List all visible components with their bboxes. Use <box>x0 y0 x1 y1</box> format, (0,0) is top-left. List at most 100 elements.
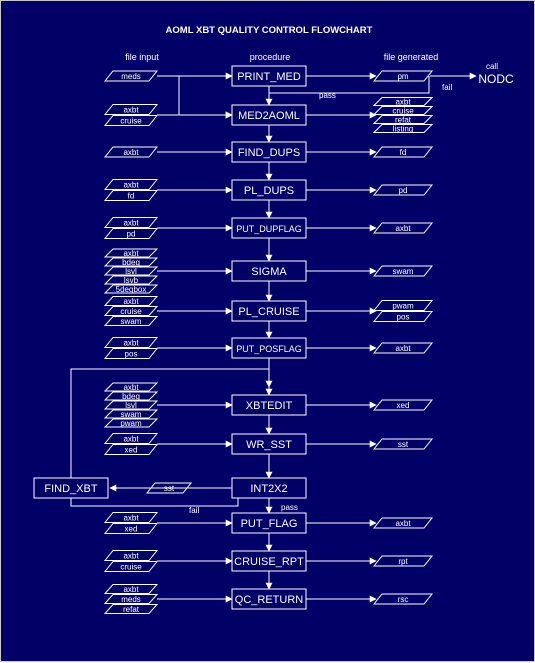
file-label: axbt <box>123 106 139 115</box>
file-shape <box>103 512 159 523</box>
input-file-swam: swam <box>103 409 159 419</box>
file-shape <box>372 184 434 196</box>
file-shape <box>103 604 159 614</box>
output-file-listing: listing <box>372 124 434 134</box>
input-file-cruise: cruise <box>103 561 159 572</box>
procedure-box <box>231 588 307 610</box>
file-label: xed <box>125 446 138 455</box>
file-label: axbt <box>123 249 139 258</box>
fail-label-print-med: fail <box>442 83 452 92</box>
file-shape <box>103 115 159 126</box>
file-shape <box>103 179 159 190</box>
input-file-axbt: axbt <box>103 104 159 115</box>
pass-label-int2x2: pass <box>281 503 298 512</box>
file-shape <box>372 265 434 277</box>
file-shape <box>372 311 434 322</box>
file-shape <box>103 594 159 604</box>
file-shape <box>372 70 434 82</box>
file-label: cruise <box>120 307 142 316</box>
file-shape <box>372 593 434 605</box>
file-shape <box>103 561 159 572</box>
file-label: rsc <box>398 595 409 604</box>
pass-back-connector <box>269 76 430 94</box>
input-file-axbt: axbt <box>103 433 159 444</box>
procedure-cruise-rpt: CRUISE_RPT <box>231 550 307 572</box>
output-file-sst: sst <box>372 438 434 450</box>
input-file-xed: xed <box>103 444 159 455</box>
input-file-axbt: axbt <box>103 146 159 158</box>
fail-connector <box>70 498 239 507</box>
output-file-pos: pos <box>372 311 434 322</box>
file-label: axbt <box>395 344 411 353</box>
procedure-box <box>231 217 307 239</box>
file-shape <box>103 70 159 82</box>
procedure-box <box>231 512 307 534</box>
side-file-sst: sst <box>145 482 193 494</box>
input-file-axbt: axbt <box>103 248 159 258</box>
input-file-axbt: axbt <box>103 296 159 306</box>
file-label: meds <box>121 72 141 81</box>
file-shape <box>372 124 434 133</box>
file-shape <box>372 146 434 158</box>
file-label: cruise <box>392 107 414 116</box>
meds-to-med2aoml-connector <box>157 75 233 119</box>
procedure-box <box>231 477 307 499</box>
procedure-box <box>231 433 307 455</box>
procedure-put-flag: PUT_FLAG <box>231 512 307 534</box>
input-file-bdeg: bdeg <box>103 391 159 401</box>
procedure-label: PRINT_MED <box>237 71 301 83</box>
input-file-axbt: axbt <box>103 584 159 594</box>
procedure-put-dupflag: PUT_DUPFLAG <box>231 217 307 239</box>
procedure-box <box>231 394 307 416</box>
input-file-pos: pos <box>103 348 159 359</box>
procedure-sigma: SIGMA <box>231 260 307 282</box>
file-label: xed <box>125 525 138 534</box>
output-file-axbt: axbt <box>372 97 434 107</box>
file-shape <box>372 115 434 124</box>
file-label: swam <box>121 410 142 419</box>
procedure-label: QC_RETURN <box>235 594 304 606</box>
file-shape <box>103 409 159 419</box>
procedure-int2x2: INT2X2 <box>231 477 307 499</box>
file-label: refat <box>395 116 412 125</box>
output-file-pd: pd <box>372 184 434 196</box>
file-label: pd <box>127 230 136 239</box>
file-shape <box>145 482 193 494</box>
file-label: axbt <box>123 514 139 523</box>
file-shape <box>372 97 434 106</box>
file-shape <box>103 391 159 401</box>
output-file-axbt: axbt <box>372 222 434 234</box>
input-file-axbt: axbt <box>103 179 159 190</box>
procedure-print-med: PRINT_MED <box>231 65 307 87</box>
file-shape <box>103 284 159 294</box>
file-label: cruise <box>120 117 142 126</box>
procedure-box <box>231 141 307 163</box>
procedure-label: XBTEDIT <box>246 400 293 412</box>
procedure-wr-sst: WR_SST <box>231 433 307 455</box>
procedure-label: PL_CRUISE <box>238 306 299 318</box>
file-label: axbt <box>123 339 139 348</box>
input-file-swam: swam <box>103 316 159 326</box>
procedure-label: PUT_POSFLAG <box>236 344 302 354</box>
file-shape <box>103 444 159 455</box>
file-label: meds <box>121 595 141 604</box>
file-shape <box>103 248 159 258</box>
file-label: xed <box>397 401 410 410</box>
file-label: pm <box>397 72 408 81</box>
input-file-axbt: axbt <box>103 217 159 228</box>
procedure-box <box>231 65 307 87</box>
output-file-pwam: pwam <box>372 300 434 311</box>
file-label: rpt <box>398 557 408 566</box>
output-file-rsc: rsc <box>372 593 434 605</box>
input-file-refat: refat <box>103 604 159 614</box>
procedure-pl-dups: PL_DUPS <box>231 179 307 201</box>
file-shape <box>372 106 434 115</box>
procedure-box <box>231 104 307 126</box>
procedure-label: PL_DUPS <box>244 185 294 197</box>
file-label: axbt <box>123 435 139 444</box>
input-file-fd: fd <box>103 190 159 201</box>
procedure-find-dups: FIND_DUPS <box>231 141 307 163</box>
file-label: lsvb <box>124 276 139 285</box>
file-label: fd <box>128 192 135 201</box>
